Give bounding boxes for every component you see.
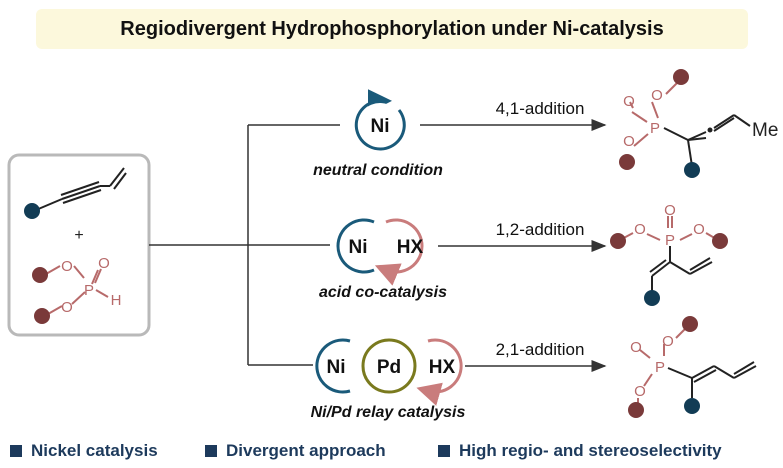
bullet-square-icon (10, 445, 22, 457)
ni-hx-cycle: Ni HX (336, 218, 424, 286)
product-diene-12: O O P O (610, 202, 728, 306)
atom-p: P (84, 282, 94, 299)
catalyst-hx: HX (429, 357, 456, 378)
addition-label-1: 4,1-addition (496, 99, 585, 118)
substituent-ball-dark (24, 203, 40, 219)
ni-cycle-1: Ni (354, 89, 406, 151)
atom-o: O (651, 87, 663, 104)
atom-p: P (655, 359, 665, 376)
ni-pd-hx-cycle: Ni Pd HX (315, 338, 463, 406)
feature-item: High regio- and stereoselectivity (438, 441, 722, 461)
product-diene-21: O O P O (628, 316, 757, 418)
feature-label: Divergent approach (226, 441, 386, 460)
catalyst-ni: Ni (349, 237, 368, 258)
addition-label-2: 1,2-addition (496, 220, 585, 239)
reactant-box (7, 153, 151, 337)
atom-o: O (623, 93, 635, 110)
page-title: Regiodivergent Hydrophosphorylation unde… (120, 17, 664, 40)
atom-o: O (664, 202, 676, 219)
bullet-square-icon (205, 445, 217, 457)
atom-o: O (634, 383, 646, 400)
bullet-square-icon (438, 445, 450, 457)
product-allene: O O P O Me (619, 69, 778, 178)
feature-item: Nickel catalysis (10, 441, 158, 461)
atom-h: H (111, 292, 122, 309)
methyl-label: Me (752, 120, 778, 141)
atom-o: O (693, 221, 705, 238)
branch-lines (149, 119, 607, 372)
feature-label: High regio- and stereoselectivity (459, 441, 722, 460)
addition-label-3: 2,1-addition (496, 340, 585, 359)
catalyst-ni: Ni (371, 116, 390, 137)
plus-sign: + (74, 227, 83, 244)
catalyst-pd: Pd (377, 357, 401, 378)
phosphite-structure (45, 265, 109, 315)
reaction-scheme: + O O P O H Ni neutral condition 4,1-add… (7, 69, 778, 421)
atom-o: O (61, 258, 73, 275)
title-banner: Regiodivergent Hydrophosphorylation unde… (36, 9, 748, 49)
atom-o: O (630, 339, 642, 356)
atom-o: O (634, 221, 646, 238)
atom-o: O (61, 299, 73, 316)
feature-label: Nickel catalysis (31, 441, 158, 460)
feature-footer: Nickel catalysis Divergent approach High… (0, 437, 783, 465)
atom-p: P (650, 120, 660, 137)
atom-o: O (623, 133, 635, 150)
catalyst-hx: HX (397, 237, 424, 258)
condition-label-3: Ni/Pd relay catalysis (311, 404, 466, 421)
condition-label-2: acid co-catalysis (319, 284, 447, 301)
atom-o: O (662, 333, 674, 350)
feature-item: Divergent approach (205, 441, 386, 461)
atom-o: O (98, 255, 110, 272)
condition-label-1: neutral condition (313, 162, 443, 179)
enyne-structure (35, 167, 127, 211)
atom-p: P (665, 232, 675, 249)
catalyst-ni: Ni (327, 357, 346, 378)
